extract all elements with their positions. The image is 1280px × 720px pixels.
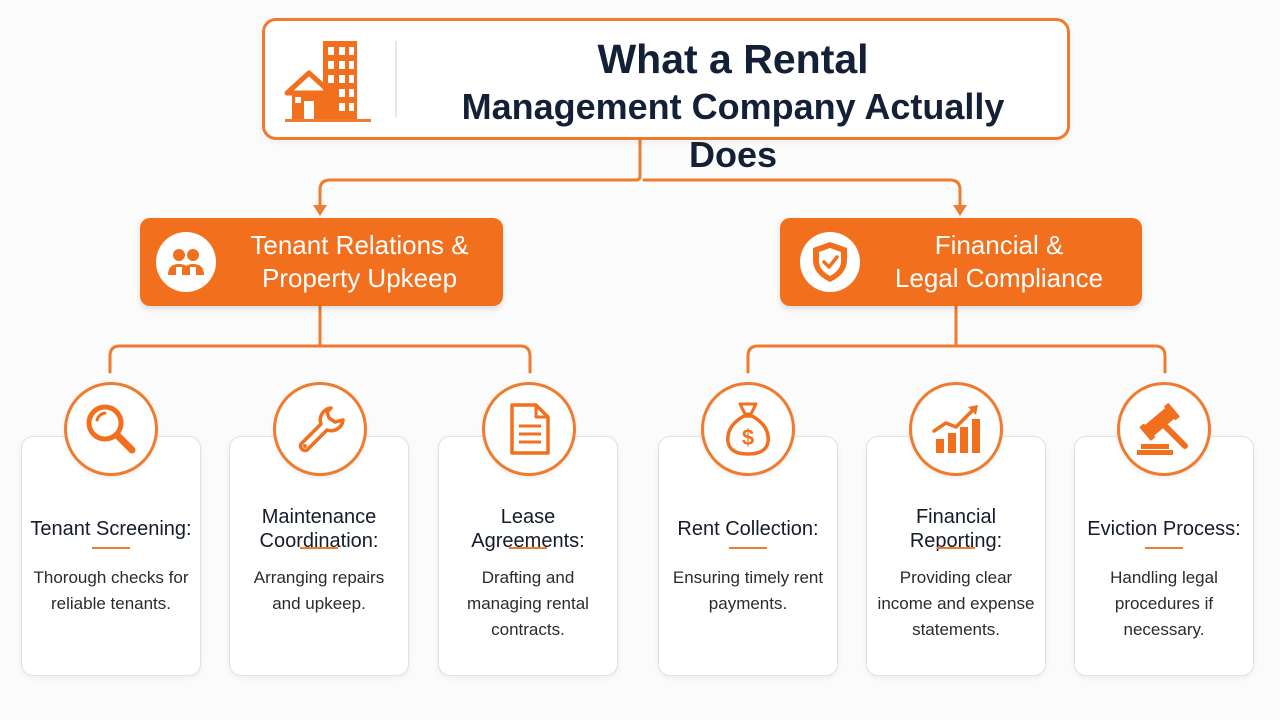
card-title: Eviction Process:: [1087, 518, 1241, 540]
card-title: Lease Agreements:: [471, 506, 585, 552]
card-divider: [509, 547, 547, 549]
arrowhead-left: [313, 205, 327, 216]
card-description: Arranging repairs and upkeep.: [253, 568, 385, 613]
card-title: Maintenance Coordination:: [259, 506, 379, 552]
category-title: Financial & Legal Compliance: [866, 228, 1132, 296]
building-house-icon: [284, 41, 371, 122]
card-divider: [300, 547, 338, 549]
card-description: Drafting and managing rental contracts.: [467, 568, 589, 639]
connector-title-right: [642, 178, 962, 210]
title-box: What a Rental Management Company Actuall…: [262, 18, 1070, 175]
card-description: Ensuring timely rent payments.: [672, 568, 824, 613]
card-divider: [1145, 547, 1183, 549]
card-description: Providing clear income and expense state…: [877, 568, 1035, 639]
category-title-line-2: Legal Compliance: [894, 263, 1104, 293]
card-title: Financial Reporting:: [909, 506, 1003, 552]
card-description: Thorough checks for reliable tenants.: [33, 568, 189, 613]
card-financial-reporting: Financial Reporting: Providing clear inc…: [866, 436, 1046, 676]
card-divider: [937, 547, 975, 549]
money-bag-icon: $: [701, 382, 795, 476]
wrench-icon: [273, 382, 367, 476]
growth-chart-icon: [909, 382, 1003, 476]
people-icon: [156, 232, 216, 292]
svg-text:$: $: [742, 425, 754, 450]
shield-check-icon: [800, 232, 860, 292]
card-description: Handling legal procedures if necessary.: [1110, 568, 1218, 639]
magnifier-icon: [64, 382, 158, 476]
card-lease-agreements: Lease Agreements: Drafting and managing …: [438, 436, 618, 676]
category-title-line-1: Tenant Relations &: [250, 230, 469, 260]
card-maintenance-coordination: Maintenance Coordination: Arranging repa…: [229, 436, 409, 676]
card-title: Rent Collection:: [677, 518, 819, 540]
category-title-line-2: Property Upkeep: [261, 263, 458, 293]
card-eviction-process: Eviction Process: Handling legal procedu…: [1074, 436, 1254, 676]
connector-title-left: [318, 174, 642, 210]
title-divider: [395, 41, 397, 117]
category-title: Tenant Relations & Property Upkeep: [226, 228, 493, 296]
arrowhead-right: [953, 205, 967, 216]
page-title: What a Rental Management Company Actuall…: [413, 35, 1053, 179]
card-divider: [729, 547, 767, 549]
title-line-1: What a Rental: [597, 36, 869, 82]
title-line-2: Management Company Actually Does: [461, 86, 1005, 175]
category-financial-legal: Financial & Legal Compliance: [780, 218, 1142, 306]
card-rent-collection: Rent Collection: Ensuring timely rent pa…: [658, 436, 838, 676]
card-tenant-screening: Tenant Screening: Thorough checks for re…: [21, 436, 201, 676]
category-tenant-relations: Tenant Relations & Property Upkeep: [140, 218, 503, 306]
card-divider: [92, 547, 130, 549]
connector-left-bar: [108, 344, 532, 374]
gavel-icon: [1117, 382, 1211, 476]
connector-right-bar: [746, 344, 1167, 374]
card-title: Tenant Screening:: [30, 518, 192, 540]
document-icon: [482, 382, 576, 476]
category-title-line-1: Financial &: [934, 230, 1064, 260]
